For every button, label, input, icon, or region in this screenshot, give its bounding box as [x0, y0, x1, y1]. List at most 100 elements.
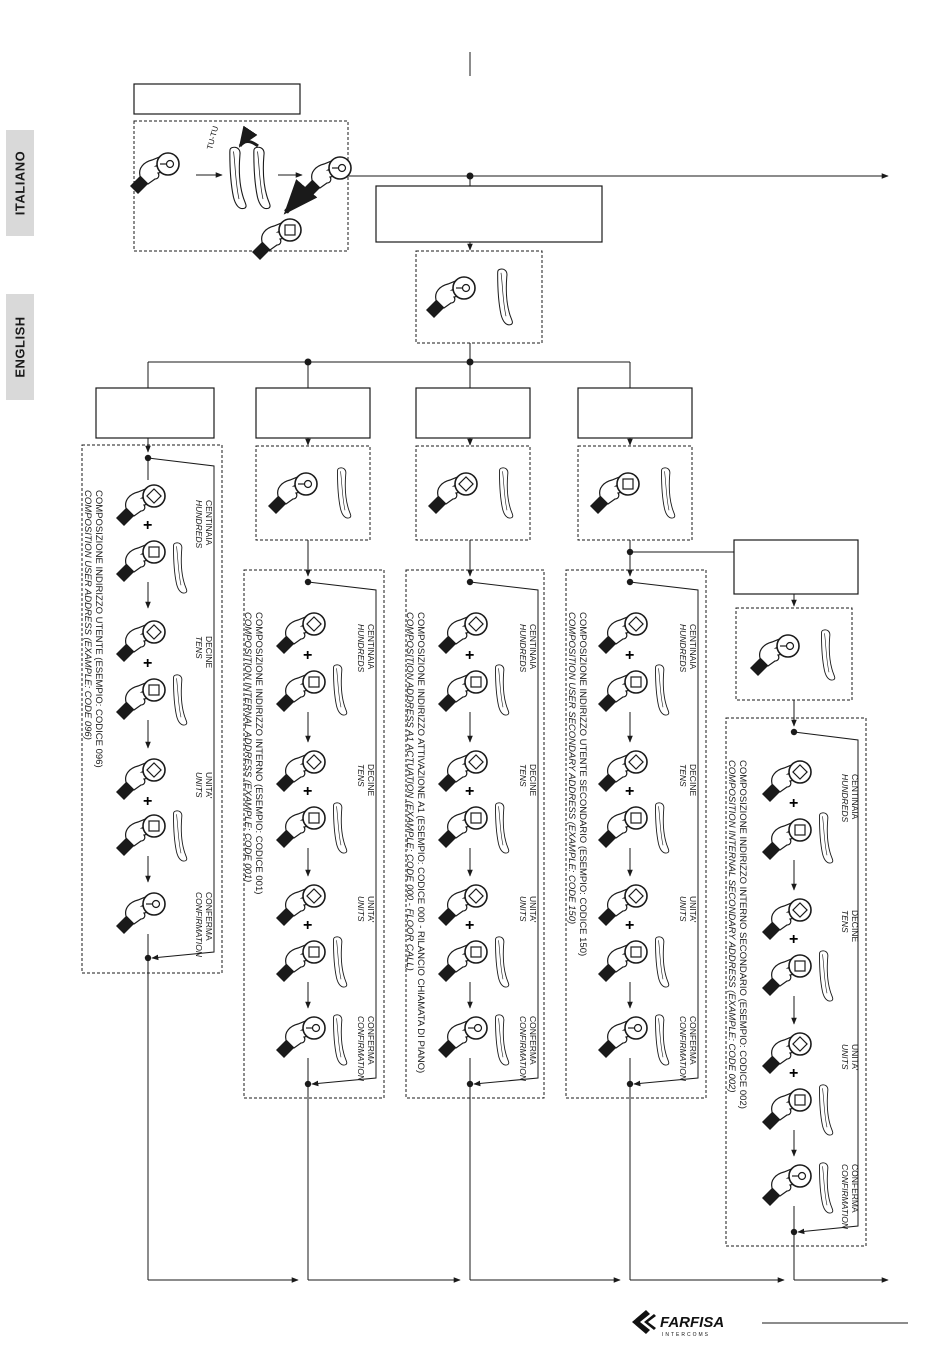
- label-tens: DECINE TENS: [678, 764, 698, 796]
- brand-name: FARFISA: [660, 1314, 724, 1331]
- svg-text:UNITS: UNITS: [356, 896, 366, 922]
- svg-text:CONFERMA: CONFERMA: [850, 1164, 860, 1213]
- label-units: UNITA' UNITS: [840, 1044, 860, 1071]
- handset-icon: [654, 664, 670, 716]
- hundreds-key-icon: [761, 818, 812, 860]
- label-tens: DECINE TENS: [356, 764, 376, 796]
- units-key-icon: [761, 1088, 812, 1130]
- tens-key-icon: [437, 750, 488, 792]
- caption-col2: COMPOSIZIONE INDIRIZZO INTERNO (ESEMPIO:…: [242, 612, 264, 894]
- label-tens: DECINE TENS: [194, 636, 214, 668]
- handset-icon: [497, 268, 514, 326]
- handset-icon: [654, 1014, 670, 1066]
- caption-col1: COMPOSIZIONE INDIRIZZO UTENTE (ESEMPIO: …: [82, 490, 104, 768]
- panel-col3: [405, 569, 545, 1099]
- panel-col4-entry: [577, 445, 693, 541]
- plus-sign: +: [789, 1065, 798, 1082]
- step-box-col5: [733, 539, 859, 595]
- svg-text:UNITS: UNITS: [840, 1044, 850, 1070]
- handset-icon: [332, 1014, 348, 1066]
- tens-key-icon: [597, 750, 648, 792]
- loop-arrow: [629, 581, 699, 1087]
- press-call-key-icon: [129, 152, 180, 194]
- tone-label: TU-TU: [205, 125, 220, 151]
- handset-icon: [818, 1162, 834, 1214]
- label-hundreds: CENTINAIA HUNDREDS: [678, 624, 698, 673]
- confirm-key-icon: [761, 1164, 812, 1206]
- svg-text:HUNDREDS: HUNDREDS: [678, 624, 688, 673]
- svg-text:UNITA': UNITA': [204, 772, 214, 799]
- svg-text:TENS: TENS: [518, 764, 528, 787]
- brand-sub: INTERCOMS: [662, 1332, 710, 1338]
- label-units: UNITA' UNITS: [194, 772, 214, 799]
- handset-icon: [494, 664, 510, 716]
- svg-text:COMPOSITION USER SECONDARY ADD: COMPOSITION USER SECONDARY ADDRESS (EXAM…: [566, 612, 577, 924]
- tens-key-icon: [115, 678, 166, 720]
- svg-text:DECINE: DECINE: [688, 764, 698, 796]
- panel-col2-entry: [255, 445, 371, 541]
- units-key-icon: [437, 884, 488, 926]
- logo-mark-icon: [644, 1314, 656, 1330]
- units-key-icon: [437, 940, 488, 982]
- handset-icon: [654, 936, 670, 988]
- plus-sign: +: [143, 793, 152, 810]
- tab-english[interactable]: ENGLISH: [6, 294, 34, 400]
- svg-text:CONFIRMATION: CONFIRMATION: [840, 1164, 850, 1230]
- loop-arrow: [469, 581, 539, 1087]
- hundreds-key-icon: [115, 540, 166, 582]
- label-hundreds: CENTINAIA HUNDREDS: [356, 624, 376, 673]
- tab-italiano[interactable]: ITALIANO: [6, 130, 34, 236]
- plus-sign: +: [789, 931, 798, 948]
- svg-text:UNITA': UNITA': [850, 1044, 860, 1071]
- svg-text:UNITA': UNITA': [688, 896, 698, 923]
- plus-sign: +: [143, 655, 152, 672]
- svg-text:DECINE: DECINE: [366, 764, 376, 796]
- step-box-col2: [255, 387, 371, 439]
- svg-text:CONFERMA: CONFERMA: [366, 1016, 376, 1065]
- step-box-col3: [415, 387, 531, 439]
- svg-text:HUNDREDS: HUNDREDS: [194, 500, 204, 549]
- tens-key-icon: [115, 620, 166, 662]
- panel-col1: [81, 444, 223, 974]
- svg-text:CONFERMA: CONFERMA: [528, 1016, 538, 1065]
- label-tens: DECINE TENS: [840, 910, 860, 942]
- label-hundreds: CENTINAIA HUNDREDS: [840, 774, 860, 823]
- hundreds-key-icon: [115, 484, 166, 526]
- svg-text:UNITS: UNITS: [194, 772, 204, 798]
- svg-text:UNITA': UNITA': [366, 896, 376, 923]
- svg-text:TENS: TENS: [840, 910, 850, 933]
- svg-text:COMPOSITION ADDRESS A1 ACTUATI: COMPOSITION ADDRESS A1 ACTUATION (EXAMPL…: [404, 612, 415, 971]
- confirm-key-icon: [437, 1016, 488, 1058]
- units-key-icon: [761, 1032, 812, 1074]
- svg-text:TENS: TENS: [356, 764, 366, 787]
- label-confirm: CONFERMA CONFIRMATION: [518, 1016, 538, 1082]
- label-confirm: CONFERMA CONFIRMATION: [356, 1016, 376, 1082]
- label-hundreds: CENTINAIA HUNDREDS: [518, 624, 538, 673]
- svg-text:CONFIRMATION: CONFIRMATION: [194, 892, 204, 958]
- svg-text:CONFERMA: CONFERMA: [688, 1016, 698, 1065]
- handset-icon: [336, 467, 352, 519]
- svg-text:CONFIRMATION: CONFIRMATION: [518, 1016, 528, 1082]
- units-key-icon: [115, 814, 166, 856]
- plus-sign: +: [303, 917, 312, 934]
- step-box-start: [133, 83, 301, 115]
- svg-text:CONFERMA: CONFERMA: [204, 892, 214, 941]
- svg-text:HUNDREDS: HUNDREDS: [356, 624, 366, 673]
- label-confirm: CONFERMA CONFIRMATION: [840, 1164, 860, 1230]
- confirm-key-icon: [275, 1016, 326, 1058]
- svg-text:HUNDREDS: HUNDREDS: [840, 774, 850, 823]
- handset-icon: [332, 936, 348, 988]
- hundreds-key-icon: [761, 760, 812, 802]
- handset-icon: [654, 802, 670, 854]
- handset-icon: [494, 802, 510, 854]
- press-arrow-icon: [283, 179, 318, 215]
- logo-mark-icon: [632, 1310, 650, 1334]
- svg-text:UNITA': UNITA': [528, 896, 538, 923]
- hundreds-key-icon: [437, 612, 488, 654]
- loop-arrow: [147, 457, 215, 961]
- handset-icon: [494, 936, 510, 988]
- step-box-col1: [95, 387, 215, 439]
- svg-text:CENTINAIA: CENTINAIA: [204, 500, 214, 546]
- svg-text:COMPOSITION INTERNAL SECONDARY: COMPOSITION INTERNAL SECONDARY ADDRESS (…: [726, 760, 737, 1093]
- svg-text:COMPOSITION INTERNAL ADDRESS (: COMPOSITION INTERNAL ADDRESS (EXAMPLE: C…: [242, 612, 253, 882]
